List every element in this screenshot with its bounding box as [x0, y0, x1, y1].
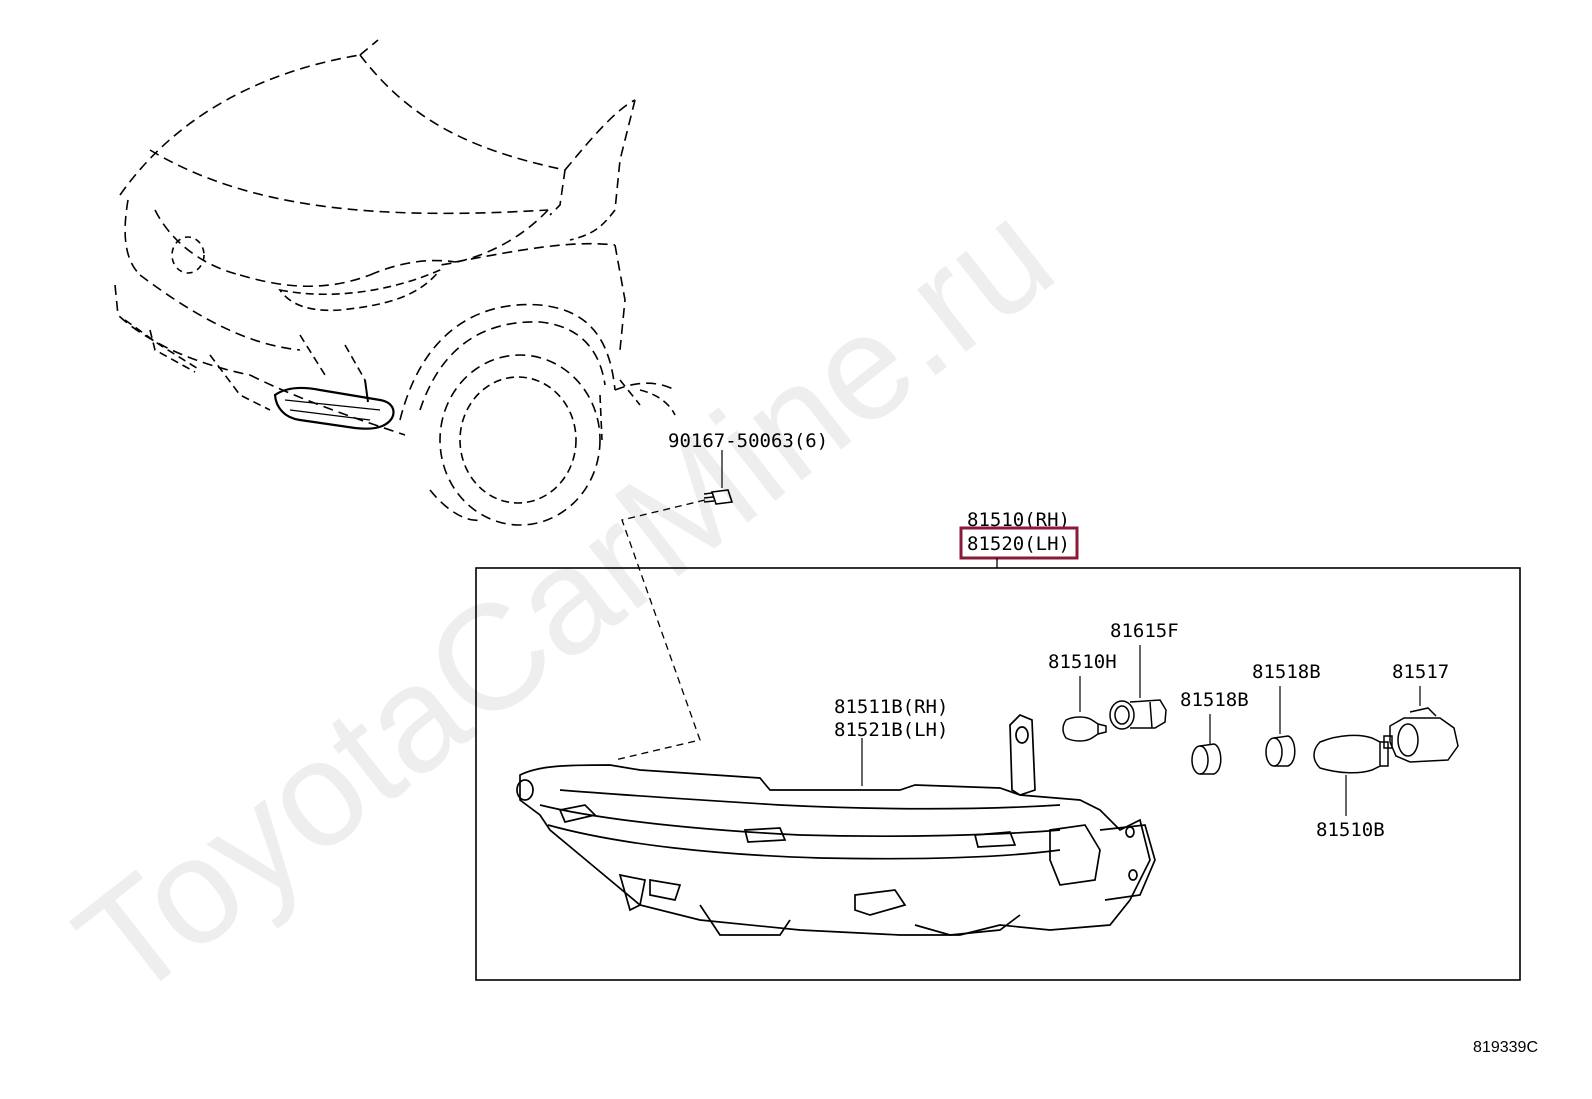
bulb-socket-large-icon[interactable] — [1383, 707, 1459, 763]
fog-lamp-assy-lh-part-number[interactable]: 81520(LH) — [967, 533, 1070, 555]
bolt-icon[interactable] — [703, 489, 734, 505]
fog-lamp-housing-illustration[interactable] — [516, 713, 1156, 936]
seal-ring-81518b-left-part-number[interactable]: 81518B — [1180, 689, 1249, 711]
diagram-code: 819339C — [1473, 1039, 1538, 1056]
assembly-group-frame — [475, 567, 1521, 981]
socket-81615f-part-number[interactable]: 81615F — [1110, 620, 1179, 642]
watermark-text: ToyotaCarMine.ru — [46, 169, 1082, 1030]
selected-part-highlight — [959, 526, 1079, 560]
seal-ring-81518b-right-part-number[interactable]: 81518B — [1252, 661, 1321, 683]
fog-lamp-assy-rh-part-number[interactable]: 81510(RH) — [967, 509, 1070, 531]
vehicle-front-illustration — [114, 39, 676, 526]
wedge-bulb-icon[interactable] — [1062, 716, 1107, 742]
bulb-socket-icon[interactable] — [1109, 699, 1167, 730]
bulb-81510h-part-number[interactable]: 81510H — [1048, 651, 1117, 673]
seal-ring-icon[interactable] — [1265, 735, 1296, 767]
bolt-part-number[interactable]: 90167-50063(6) — [668, 430, 828, 452]
lens-lh-part-number[interactable]: 81521B(LH) — [834, 719, 948, 741]
seal-ring-icon[interactable] — [1191, 743, 1222, 775]
lens-rh-part-number[interactable]: 81511B(RH) — [834, 696, 948, 718]
wedge-bulb-large-icon[interactable] — [1313, 734, 1389, 774]
bulb-81510b-part-number[interactable]: 81510B — [1316, 819, 1385, 841]
socket-81517-part-number[interactable]: 81517 — [1392, 661, 1449, 683]
